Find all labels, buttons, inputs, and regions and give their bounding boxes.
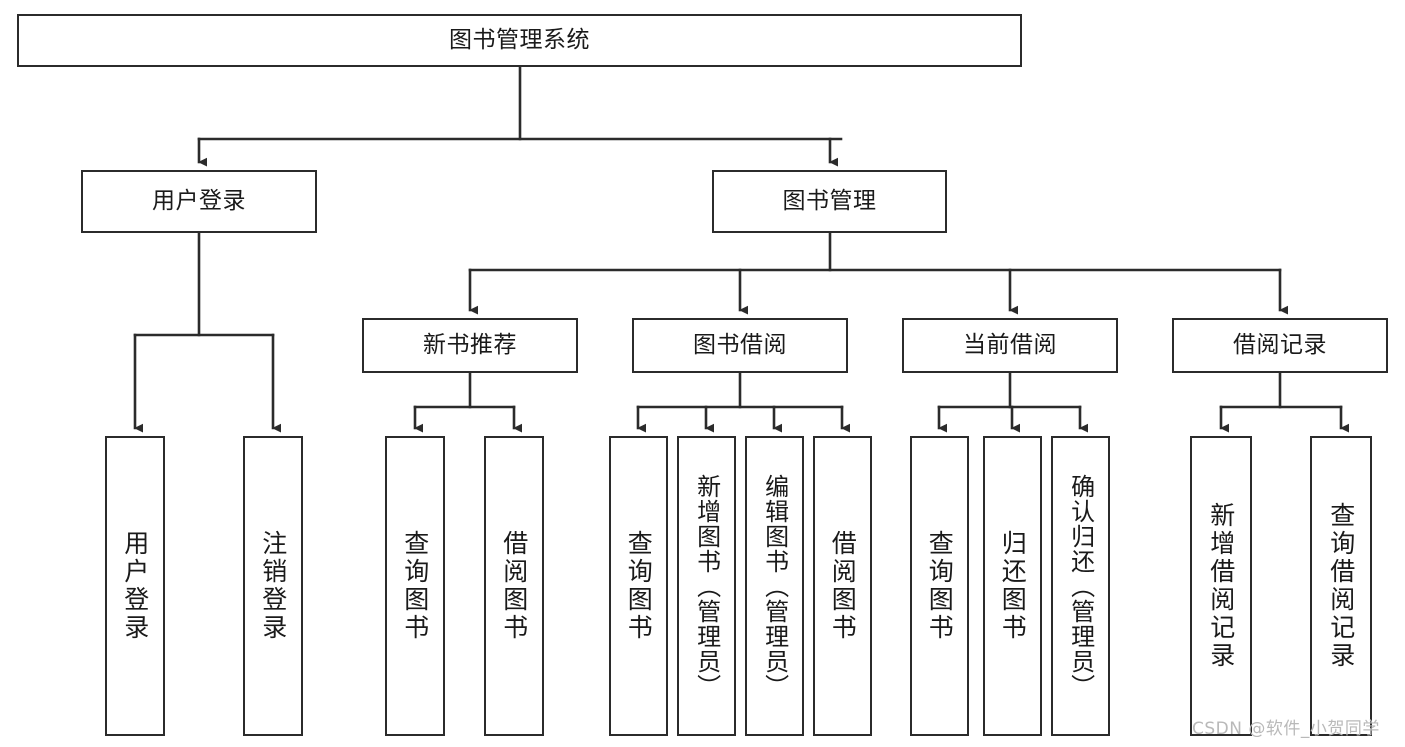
node-leaf-confirm-return-admin-label: 确认归还（管理员） [1066,473,1095,699]
node-leaf-add-book-admin[interactable]: 新增图书（管理员） [677,436,736,736]
node-leaf-edit-book-admin[interactable]: 编辑图书（管理员） [745,436,804,736]
node-leaf-query-book-current-label: 查询图书 [925,530,955,642]
node-borrow-record-label: 借阅记录 [1233,331,1327,358]
node-leaf-logout-label: 注销登录 [258,530,288,642]
node-root[interactable]: 图书管理系统 [17,14,1022,67]
node-leaf-borrow-book-rec-label: 借阅图书 [499,530,529,642]
node-leaf-query-book-borrow-label: 查询图书 [624,530,654,642]
node-leaf-query-borrow-record-label: 查询借阅记录 [1326,502,1356,670]
node-leaf-add-borrow-record[interactable]: 新增借阅记录 [1190,436,1252,736]
node-current-borrow[interactable]: 当前借阅 [902,318,1118,373]
node-leaf-edit-book-admin-label: 编辑图书（管理员） [760,473,789,699]
node-current-borrow-label: 当前借阅 [963,331,1057,358]
node-leaf-user-login[interactable]: 用户登录 [105,436,165,736]
node-leaf-add-book-admin-label: 新增图书（管理员） [692,473,721,699]
node-leaf-query-borrow-record[interactable]: 查询借阅记录 [1310,436,1372,736]
node-new-book-rec[interactable]: 新书推荐 [362,318,578,373]
node-leaf-user-login-label: 用户登录 [120,530,150,642]
node-leaf-return-book[interactable]: 归还图书 [983,436,1042,736]
node-user-login[interactable]: 用户登录 [81,170,317,233]
node-book-borrow-label: 图书借阅 [693,331,787,358]
node-root-label: 图书管理系统 [449,26,590,53]
node-book-manage[interactable]: 图书管理 [712,170,947,233]
node-leaf-return-book-label: 归还图书 [998,530,1028,642]
node-leaf-query-book-rec[interactable]: 查询图书 [385,436,445,736]
node-borrow-record[interactable]: 借阅记录 [1172,318,1388,373]
node-leaf-add-borrow-record-label: 新增借阅记录 [1206,502,1236,670]
node-leaf-confirm-return-admin[interactable]: 确认归还（管理员） [1051,436,1110,736]
node-leaf-logout[interactable]: 注销登录 [243,436,303,736]
node-new-book-rec-label: 新书推荐 [423,331,517,358]
node-leaf-borrow-book-label: 借阅图书 [828,530,858,642]
node-leaf-query-book-rec-label: 查询图书 [400,530,430,642]
node-leaf-borrow-book-rec[interactable]: 借阅图书 [484,436,544,736]
node-book-borrow[interactable]: 图书借阅 [632,318,848,373]
node-book-manage-label: 图书管理 [782,187,877,214]
node-leaf-query-book-current[interactable]: 查询图书 [910,436,969,736]
csdn-watermark: CSDN @软件_小贺同学 [1192,719,1380,739]
node-leaf-query-book-borrow[interactable]: 查询图书 [609,436,668,736]
node-user-login-label: 用户登录 [152,187,246,214]
node-leaf-borrow-book[interactable]: 借阅图书 [813,436,872,736]
